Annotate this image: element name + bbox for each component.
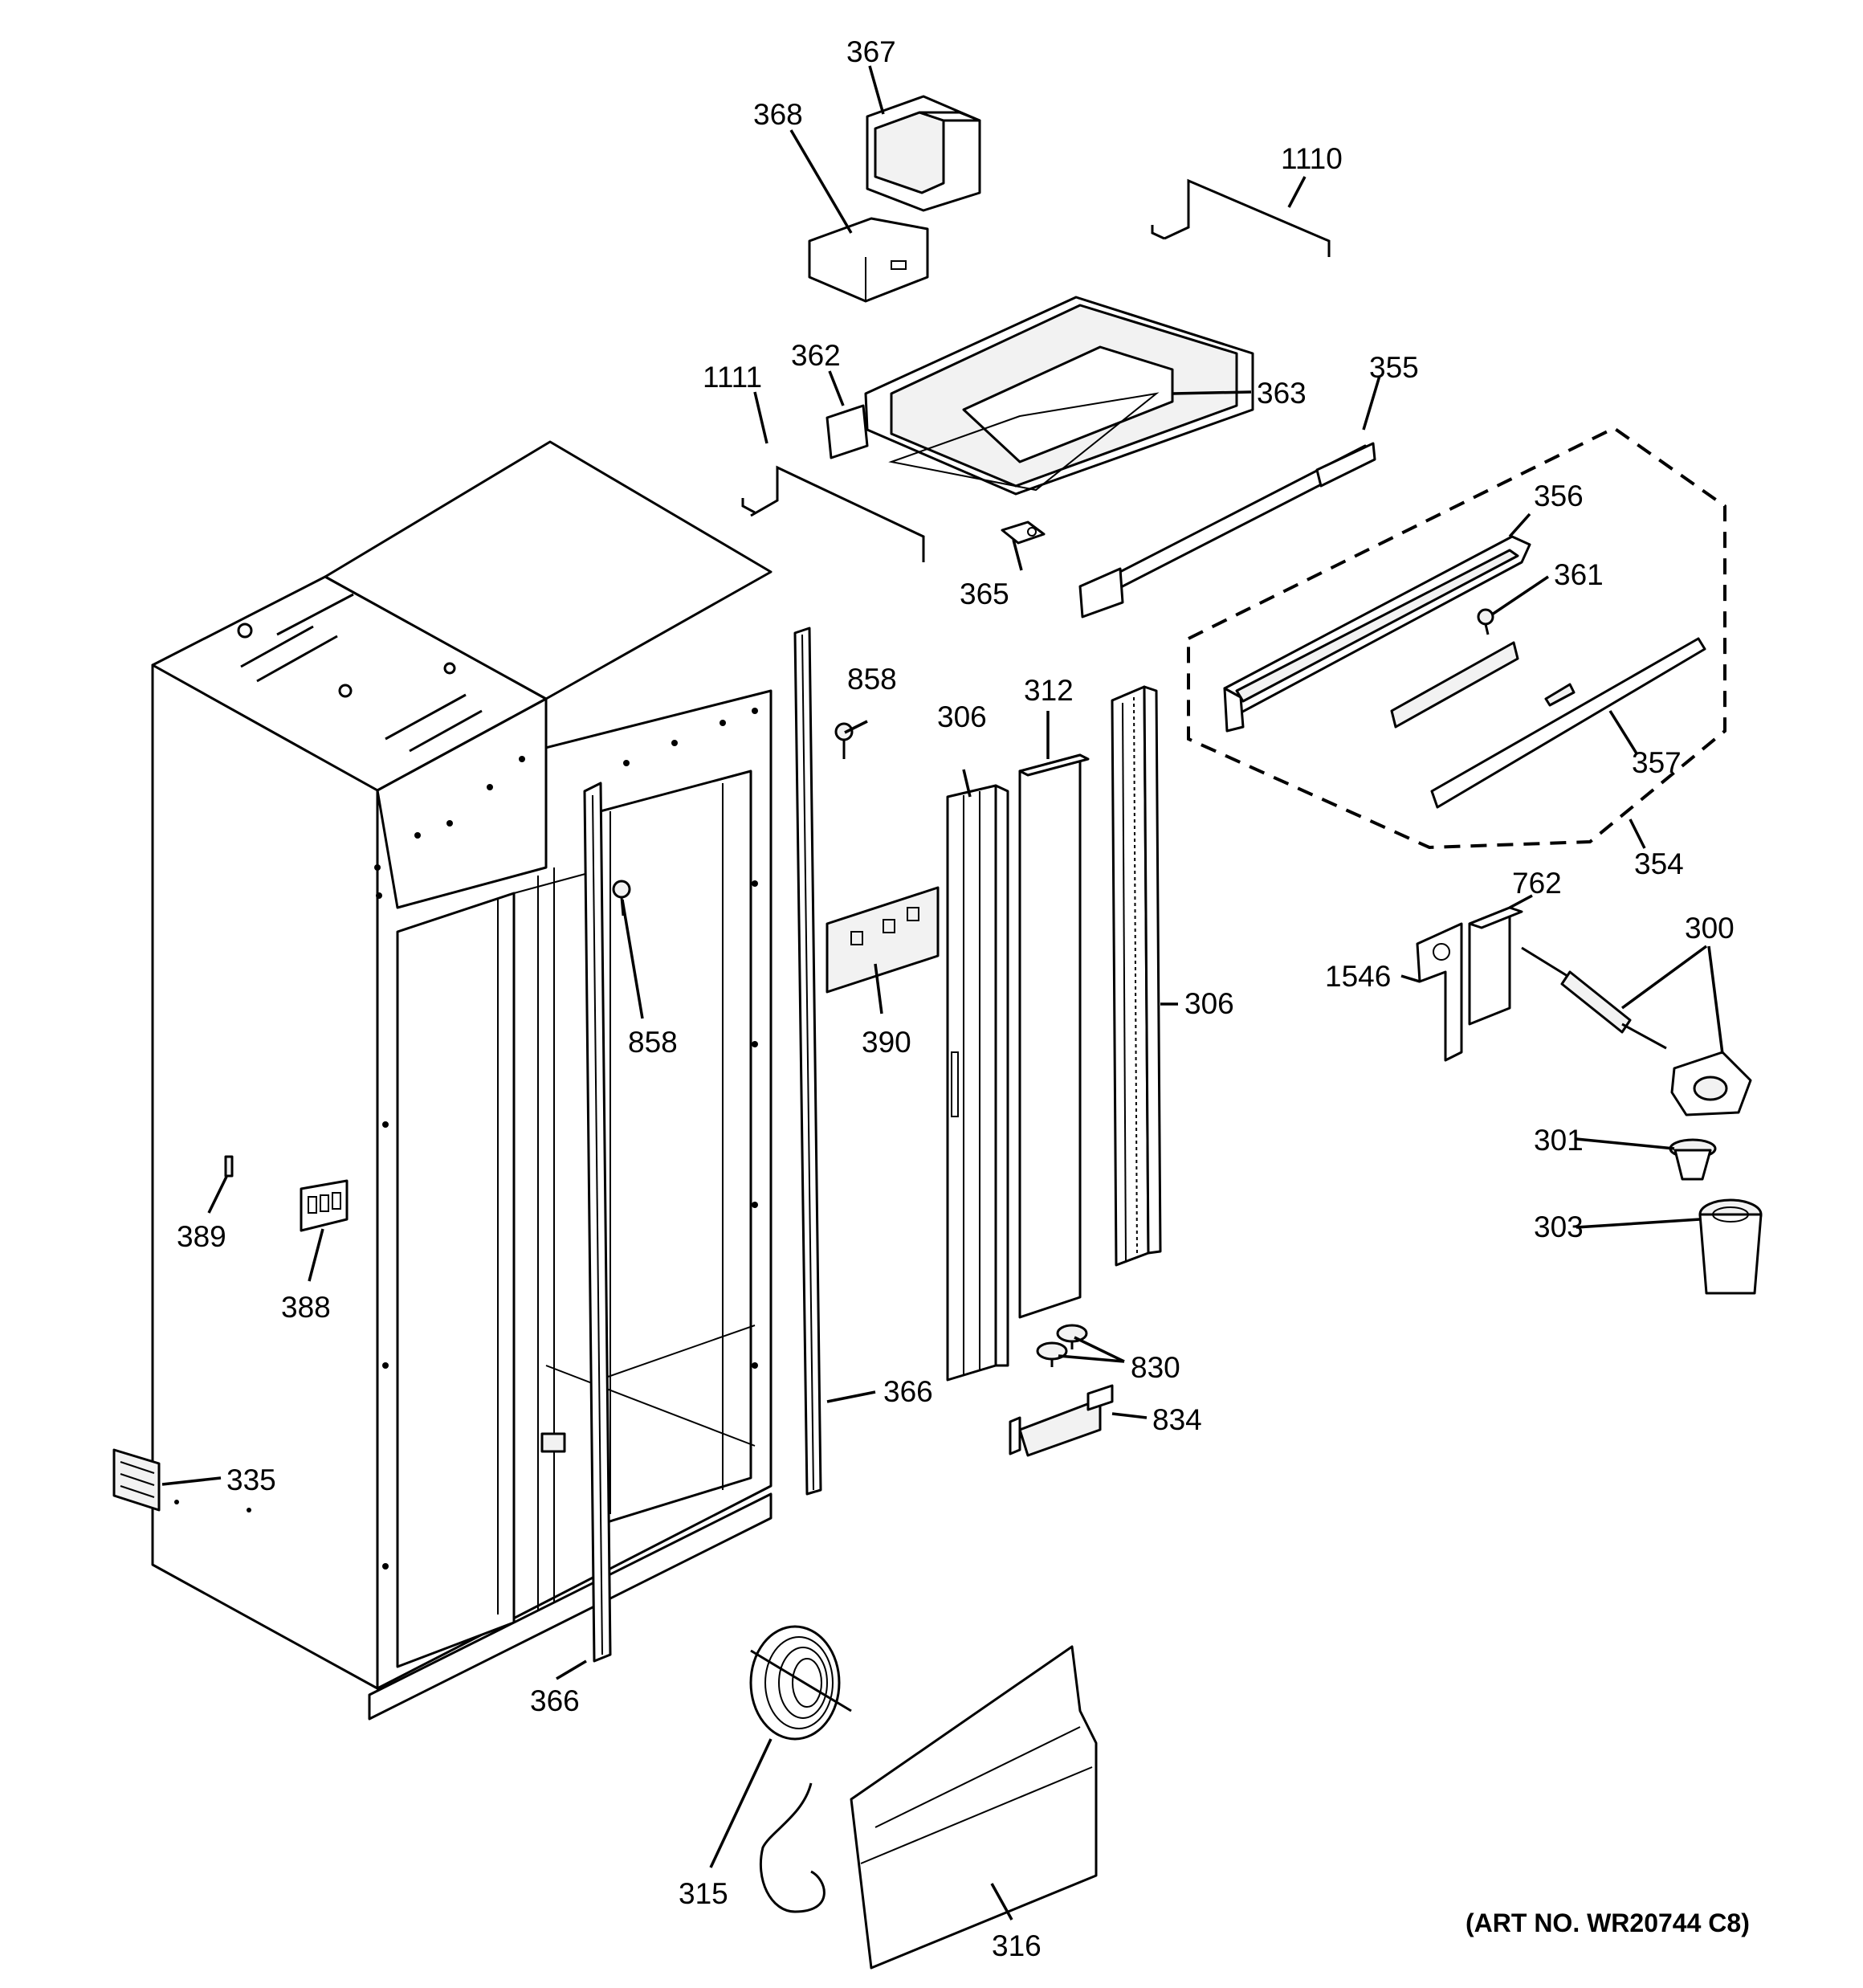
part-858-screw-a bbox=[834, 722, 854, 759]
label-301: 301 bbox=[1534, 1124, 1584, 1157]
part-1110-bracket bbox=[1151, 178, 1331, 257]
part-303-cap bbox=[1698, 1198, 1763, 1295]
label-858-b: 858 bbox=[628, 1026, 678, 1059]
part-354-control-kit-boundary bbox=[1187, 426, 1726, 850]
part-834-bracket bbox=[1009, 1384, 1114, 1457]
label-365: 365 bbox=[960, 578, 1009, 610]
part-control-board bbox=[1390, 641, 1519, 729]
label-368: 368 bbox=[753, 98, 803, 131]
label-390: 390 bbox=[862, 1026, 911, 1059]
label-315: 315 bbox=[679, 1877, 728, 1910]
label-356: 356 bbox=[1534, 480, 1584, 512]
label-303: 303 bbox=[1534, 1210, 1584, 1243]
part-316-pan bbox=[850, 1645, 1098, 1970]
label-834: 834 bbox=[1152, 1403, 1202, 1436]
label-762: 762 bbox=[1512, 867, 1562, 900]
part-365-clip bbox=[1001, 520, 1046, 545]
label-362: 362 bbox=[791, 339, 841, 372]
cabinet-rivets bbox=[174, 708, 758, 1570]
label-1546: 1546 bbox=[1325, 960, 1391, 993]
leader-lines bbox=[161, 65, 1724, 1921]
label-388: 388 bbox=[281, 1291, 331, 1324]
cabinet-case bbox=[151, 440, 773, 1721]
label-335: 335 bbox=[226, 1463, 276, 1496]
part-301-cup bbox=[1669, 1138, 1717, 1181]
label-366-b: 366 bbox=[530, 1684, 580, 1717]
label-316: 316 bbox=[992, 1929, 1042, 1962]
part-306-post-right bbox=[1111, 685, 1162, 1267]
label-355: 355 bbox=[1369, 351, 1419, 384]
label-367: 367 bbox=[846, 35, 896, 68]
label-357: 357 bbox=[1632, 746, 1682, 779]
label-366-a: 366 bbox=[883, 1375, 933, 1408]
part-356-frame bbox=[1223, 535, 1531, 733]
part-355-rail bbox=[1078, 442, 1376, 618]
part-363-housing bbox=[864, 296, 1254, 496]
part-390-plate bbox=[826, 886, 940, 994]
part-361-screw bbox=[1477, 608, 1494, 635]
part-306-post-left bbox=[946, 784, 1009, 1382]
part-357-overlay bbox=[1430, 637, 1706, 809]
part-1546-bracket bbox=[1416, 922, 1463, 1062]
part-366-trim-front bbox=[583, 782, 612, 1663]
part-300-sensor-housing bbox=[1670, 1051, 1752, 1116]
part-830-feet bbox=[1036, 1324, 1088, 1367]
part-labels: 367 368 1110 362 1111 363 355 365 356 36… bbox=[177, 35, 1750, 1962]
part-362-flap bbox=[826, 404, 869, 459]
part-1111-bracket bbox=[741, 465, 925, 562]
label-354: 354 bbox=[1634, 847, 1684, 880]
label-300: 300 bbox=[1685, 912, 1735, 945]
art-number: (ART NO. WR20744 C8) bbox=[1466, 1908, 1750, 1937]
label-389: 389 bbox=[177, 1220, 226, 1253]
label-1110: 1110 bbox=[1281, 142, 1343, 175]
label-830: 830 bbox=[1131, 1351, 1180, 1384]
part-389-pin bbox=[224, 1155, 234, 1178]
part-312-cover bbox=[1018, 753, 1090, 1319]
part-762-block bbox=[1468, 906, 1523, 1026]
label-306-b: 306 bbox=[1184, 987, 1234, 1020]
label-361: 361 bbox=[1554, 558, 1604, 591]
part-388-switch-plate bbox=[300, 1179, 349, 1232]
part-335-grille bbox=[112, 1448, 161, 1512]
part-300-sensor-cable bbox=[1521, 946, 1667, 1050]
part-367-module bbox=[866, 95, 981, 212]
label-312: 312 bbox=[1024, 674, 1074, 707]
label-858-a: 858 bbox=[847, 663, 897, 696]
part-368-cover bbox=[808, 217, 929, 303]
label-306-a: 306 bbox=[937, 700, 987, 733]
label-363: 363 bbox=[1257, 377, 1307, 410]
label-1111: 1111 bbox=[703, 361, 762, 394]
part-315-coil bbox=[749, 1625, 852, 1913]
part-366-trim-right bbox=[793, 627, 822, 1496]
